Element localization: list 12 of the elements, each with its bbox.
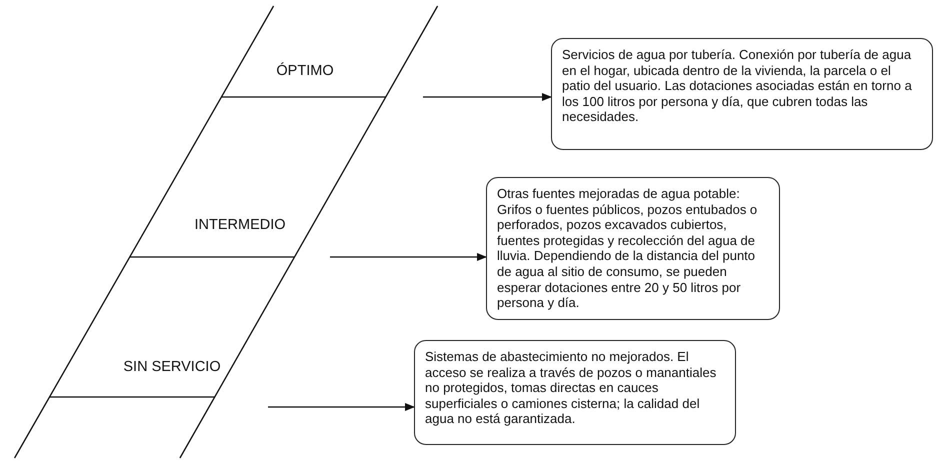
description-box <box>486 177 780 320</box>
arrow <box>268 403 415 411</box>
arrow <box>330 253 487 261</box>
description-text: Otras fuentes mejoradas de agua potable: Grifos o fuentes públicos, pozos entubados o perforados, pozos excavados cubiertos, fuentes protegidas y recolección del agua de lluvia. Dependiendo de la distancia del punto de agua al sitio de consumo, se pueden esperar dotaciones entre 20 y 50 litros por persona y día. <box>497 186 758 311</box>
level-label: SIN SERVICIO <box>123 359 221 375</box>
arrow <box>423 93 552 101</box>
description-text: Sistemas de abastecimiento no mejorados. El acceso se realiza a través de pozos o manantiales no protegidos, tomas directas en cauces superficiales o camiones cisterna; la calidad del agua no está garantizada. <box>425 349 718 427</box>
description-box <box>551 38 933 150</box>
description-box <box>414 340 736 445</box>
level-label: INTERMEDIO <box>194 217 286 233</box>
level-label: ÓPTIMO <box>276 63 334 79</box>
description-text: Servicios de agua por tubería. Conexión por tubería de agua en el hogar, ubicada dentro de la vivienda, la parcela o el patio del usuario. Las dotaciones asociadas están en torno a los 100 litros por persona y día, que cubren todas las necesidades. <box>562 47 913 125</box>
